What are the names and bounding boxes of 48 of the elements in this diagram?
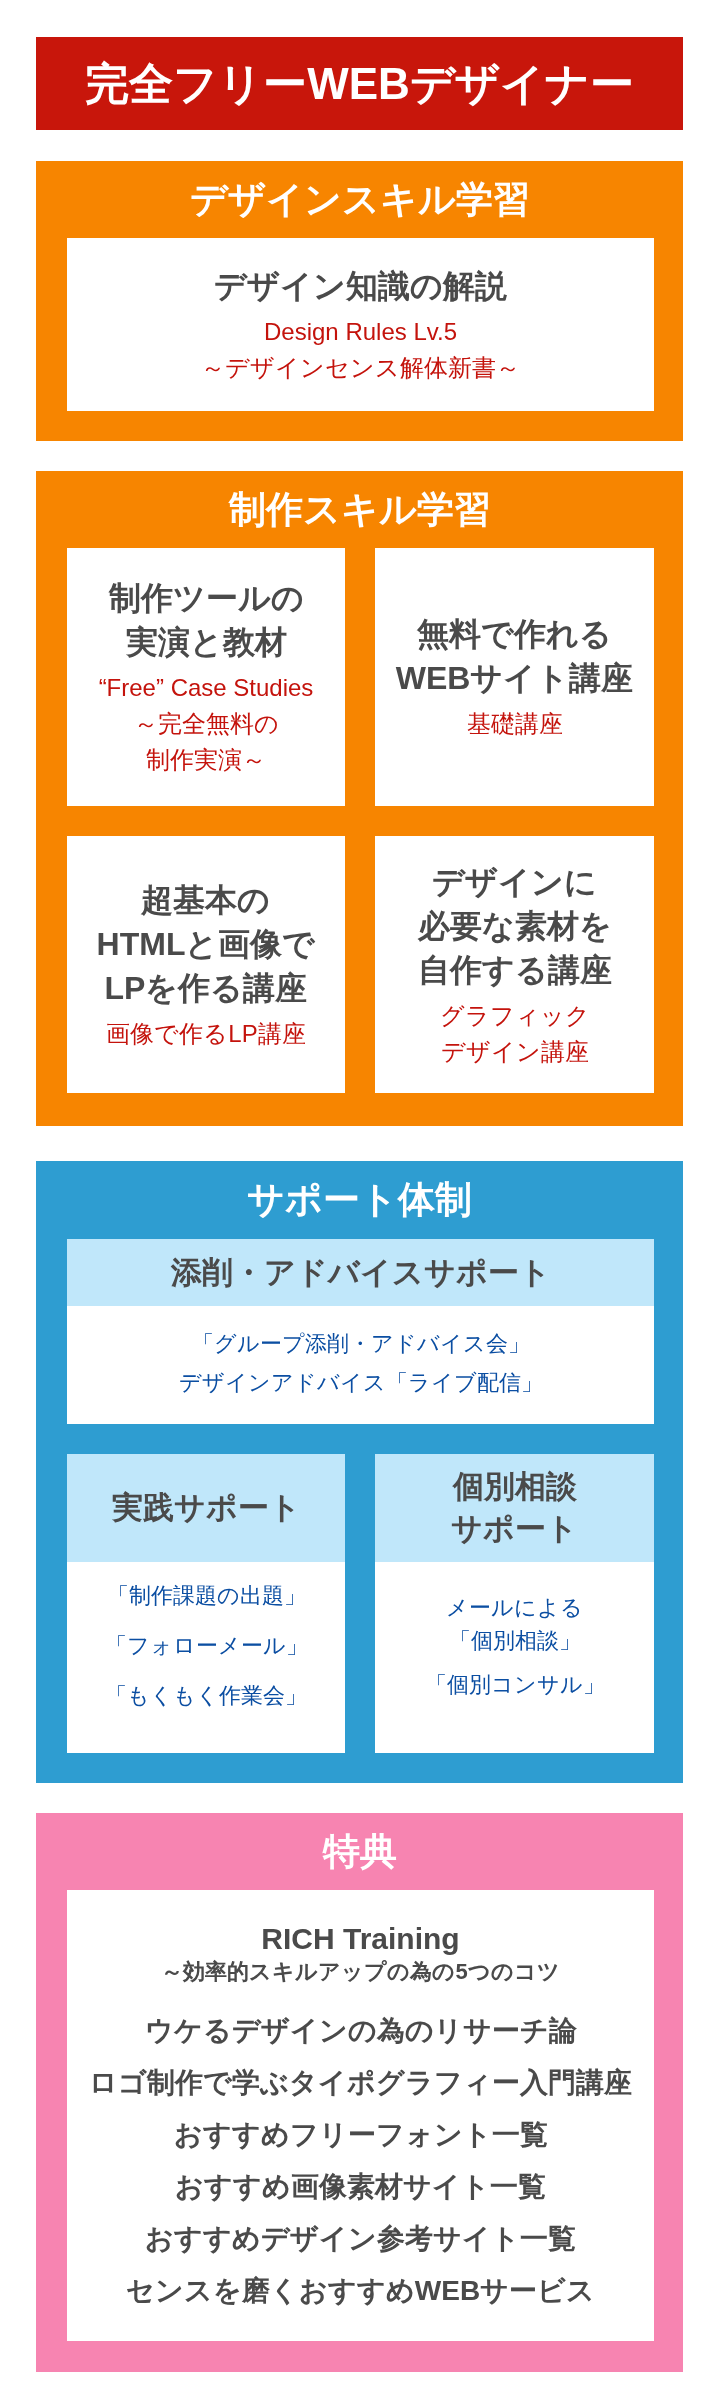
section-heading: サポート体制 xyxy=(247,1178,472,1222)
card-heading: 無料で作れるWEBサイト講座 xyxy=(395,615,634,698)
card xyxy=(67,836,345,1093)
card-heading: 制作ツールの実演と教材 xyxy=(108,579,304,662)
section-panel xyxy=(36,471,683,1126)
heading-band: 個別相談サポート xyxy=(375,1454,654,1562)
card xyxy=(375,836,654,1093)
title-banner: 完全フリーWEBデザイナー xyxy=(36,37,683,130)
section-panel xyxy=(36,1813,683,2372)
course-subtitle: 画像で作るLP講座 xyxy=(106,1018,306,1049)
heading-band: 実践サポート xyxy=(67,1454,345,1562)
section-heading: 制作スキル学習 xyxy=(228,488,491,532)
card-heading: デザイン知識の解説 xyxy=(214,266,507,306)
course-subtitle: 基礎講座 xyxy=(466,709,563,739)
section-panel xyxy=(36,161,683,441)
course-subtitle: Design Rules Lv.5 xyxy=(264,316,457,347)
bonus-item: おすすめ画像素材サイト一覧 xyxy=(175,2169,546,2204)
bonus-item: ロゴ制作で学ぶタイポグラフィー入門講座 xyxy=(89,2065,632,2100)
course-subtitle: グラフィックデザイン講座 xyxy=(439,1000,590,1067)
section-panel xyxy=(36,1161,683,1783)
support-item: 「フォローメール」 xyxy=(104,1632,308,1660)
support-item: 「個別コンサル」 xyxy=(424,1670,605,1699)
card xyxy=(67,238,654,411)
section-heading: デザインスキル学習 xyxy=(189,178,530,222)
support-item: 「もくもく作業会」 xyxy=(105,1682,307,1710)
bonus-item: センスを磨くおすすめWEBサービス xyxy=(125,2273,596,2308)
course-subtitle: ～完全無料の制作実演～ xyxy=(133,709,279,775)
support-item: デザインアドバイス「ライブ配信」 xyxy=(178,1368,543,1397)
course-subtitle: ～デザインセンス解体新書～ xyxy=(201,352,520,383)
support-item: 「グループ添削・アドバイス会」 xyxy=(191,1329,530,1358)
card-heading: 超基本のHTMLと画像でLPを作る講座 xyxy=(96,880,316,1008)
bonus-item: おすすめデザイン参考サイト一覧 xyxy=(145,2221,576,2256)
bonus-item: おすすめフリーフォント一覧 xyxy=(173,2117,548,2152)
card-heading: デザインに必要な素材を自作する講座 xyxy=(417,862,612,990)
section-heading: 特典 xyxy=(322,1830,397,1874)
card xyxy=(67,1239,654,1424)
support-item: 「制作課題の出題」 xyxy=(106,1582,306,1610)
card xyxy=(375,548,654,806)
card xyxy=(67,1454,345,1753)
bonus-title: RICH Training xyxy=(261,1920,460,1957)
heading-band: 添削・アドバイスサポート xyxy=(67,1239,654,1306)
card xyxy=(375,1454,654,1753)
support-item: メールによる「個別相談」 xyxy=(446,1593,583,1655)
bonus-subtitle: ～効率的スキルアップの為の5つのコツ xyxy=(161,1957,560,1986)
bonus-item: ウケるデザインの為のリサーチ論 xyxy=(144,2013,577,2048)
card xyxy=(67,1890,654,2341)
course-subtitle: “Free” Case Studies xyxy=(98,673,314,703)
card xyxy=(67,548,345,806)
